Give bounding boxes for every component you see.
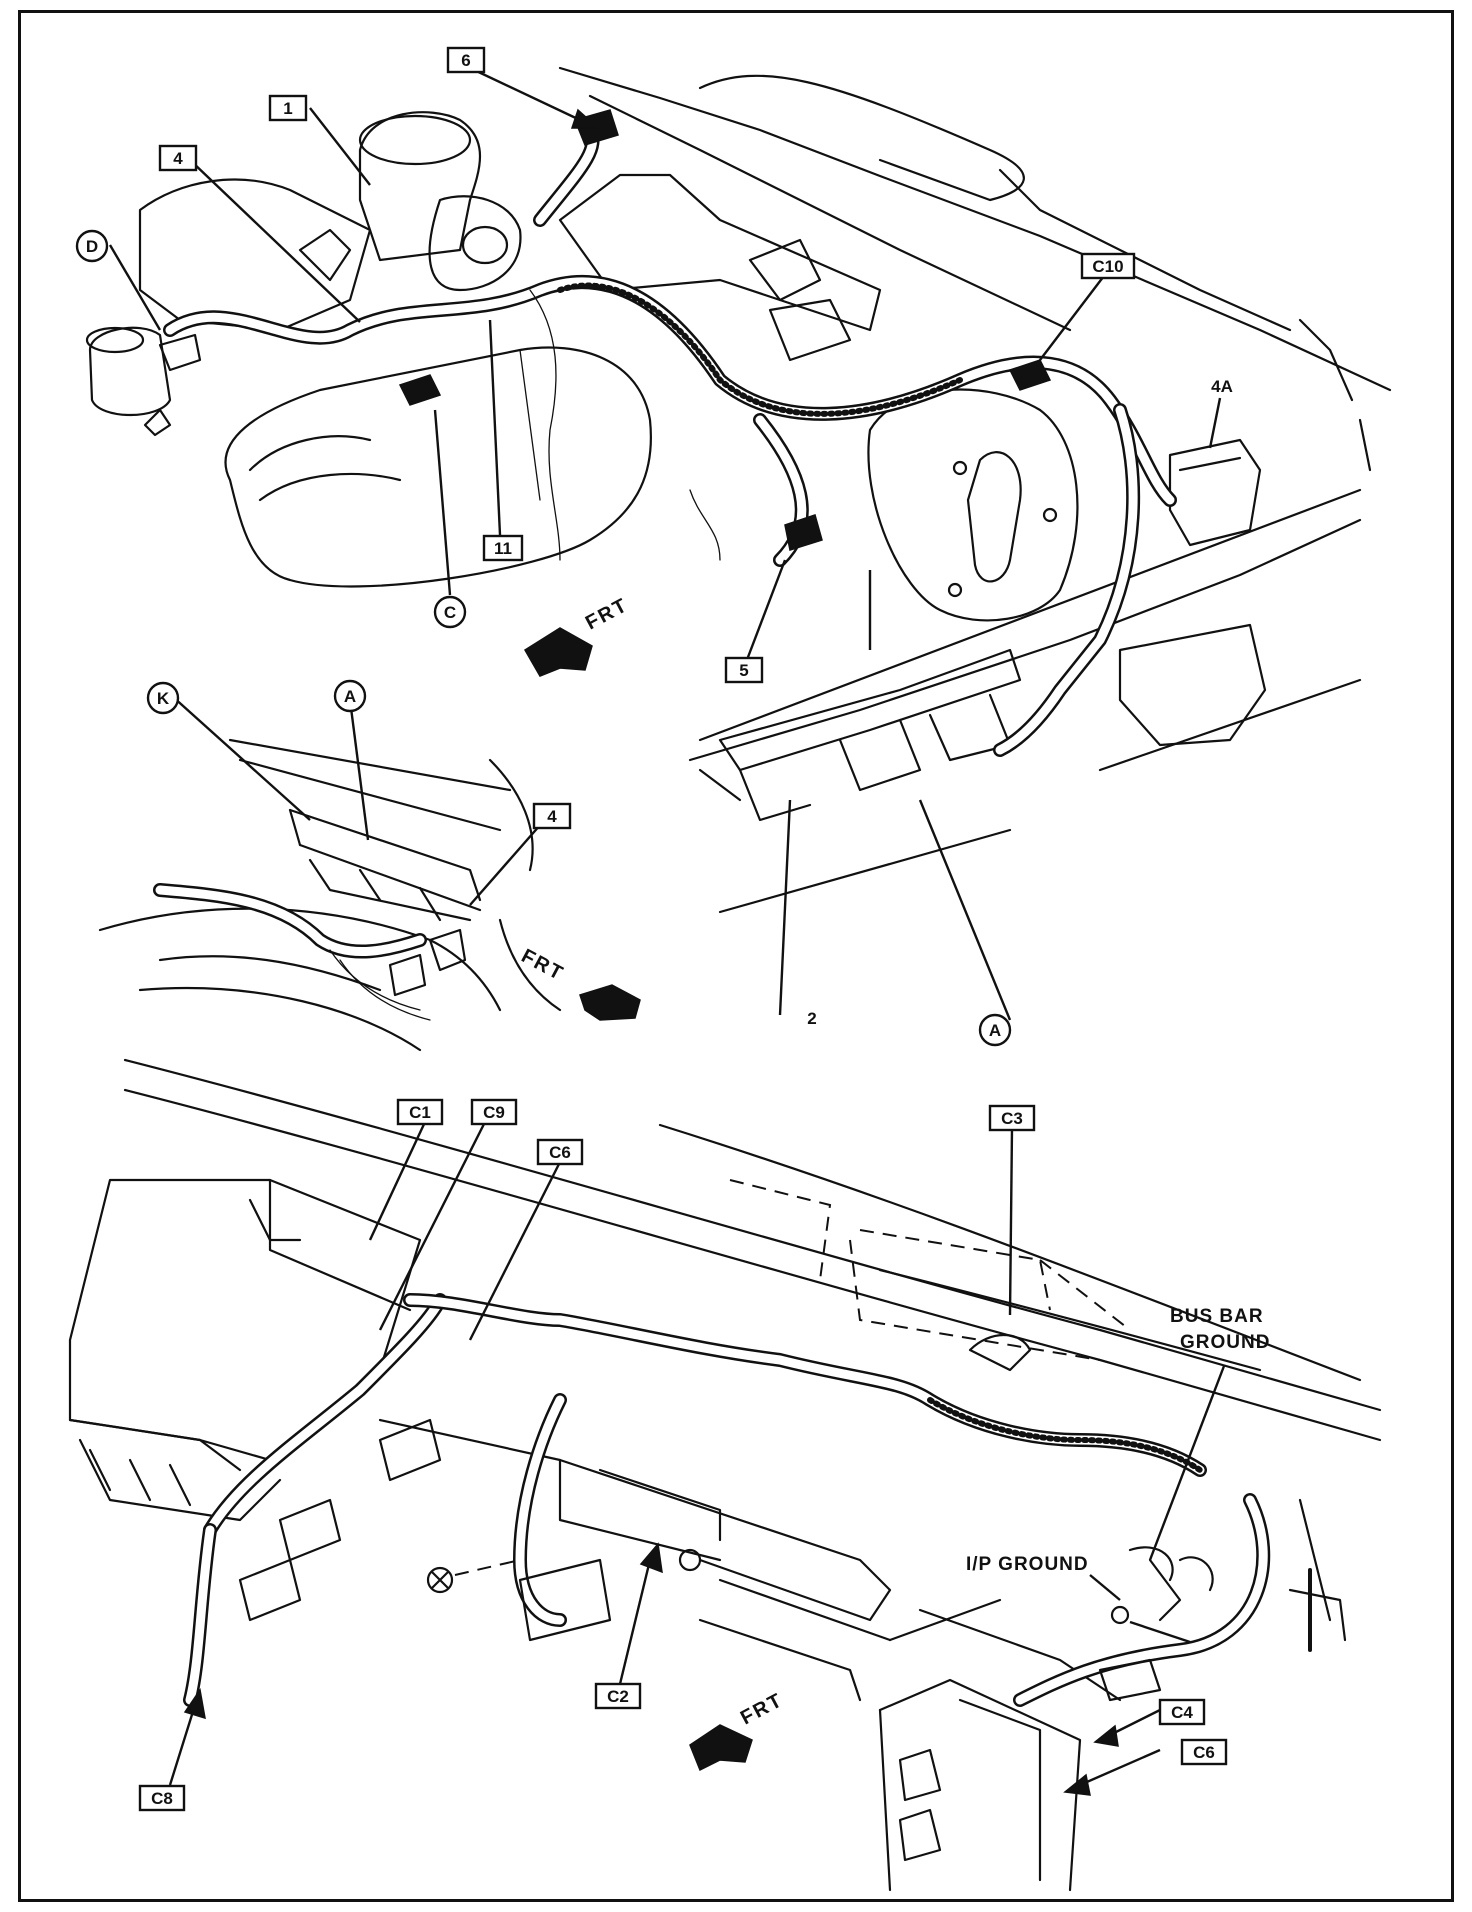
label-c4-bottom: C4 xyxy=(1158,1698,1206,1726)
front-arrow-middle-label: FRT xyxy=(518,945,568,985)
top-view-leaders xyxy=(108,66,1222,666)
label-a-circle-mid-text: A xyxy=(344,687,356,706)
label-k-circle-text: K xyxy=(157,689,170,708)
label-2-mid-text: 2 xyxy=(807,1009,816,1028)
label-4-mid: 4 xyxy=(532,802,572,830)
instrument-panel-leaders xyxy=(168,1121,1226,1796)
label-4-top-text: 4 xyxy=(173,149,183,168)
front-arrow-middle: FRT xyxy=(518,945,641,1021)
label-6-top-text: 6 xyxy=(461,51,470,70)
label-c3-bottom: C3 xyxy=(988,1104,1036,1132)
label-c9-bottom-text: C9 xyxy=(483,1103,505,1122)
label-11: 11 xyxy=(482,534,524,562)
label-d-circle: D xyxy=(75,229,109,263)
label-c6-bottom-text: C6 xyxy=(549,1143,571,1162)
label-c2-bottom-text: C2 xyxy=(607,1687,629,1706)
label-c1-bottom-text: C1 xyxy=(409,1103,431,1122)
label-4a-text: 4A xyxy=(1211,377,1233,396)
label-4a: 4A xyxy=(1211,377,1233,396)
label-c8-bottom: C8 xyxy=(138,1784,186,1812)
label-c6-bottom-right: C6 xyxy=(1180,1738,1228,1766)
bus-bar-note-line2: GROUND xyxy=(1180,1332,1270,1353)
label-d-circle-text: D xyxy=(86,237,98,256)
label-4-top: 4 xyxy=(158,144,198,172)
ip-ground-note: I/P GROUND xyxy=(966,1554,1121,1601)
label-c6-bottom: C6 xyxy=(536,1138,584,1166)
label-5: 5 xyxy=(724,656,764,684)
label-c3-bottom-text: C3 xyxy=(1001,1109,1023,1128)
label-6-top: 6 xyxy=(446,46,486,74)
label-k-circle: K xyxy=(146,681,180,715)
label-a-circle-right: A xyxy=(978,1013,1012,1047)
label-2-mid: 2 xyxy=(807,1009,816,1028)
diagram-frame xyxy=(18,10,1454,1902)
label-a-circle-mid: A xyxy=(333,679,367,713)
label-c6-bottom-right-text: C6 xyxy=(1193,1743,1215,1762)
label-c10-text: C10 xyxy=(1092,257,1123,276)
label-c10: C10 xyxy=(1080,252,1136,280)
front-arrow-top-label: FRT xyxy=(582,594,632,634)
front-arrow-bottom-label: FRT xyxy=(737,1689,787,1729)
bus-bar-ground-note: BUS BAR GROUND xyxy=(1170,1306,1270,1353)
label-a-circle-right-text: A xyxy=(989,1021,1001,1040)
label-c9-bottom: C9 xyxy=(470,1098,518,1126)
label-c-circle: C xyxy=(433,595,467,629)
ip-ground-note-text: I/P GROUND xyxy=(966,1554,1089,1575)
label-4-mid-text: 4 xyxy=(547,807,557,826)
front-arrow-top: FRT xyxy=(523,594,632,677)
label-1-top-text: 1 xyxy=(283,99,292,118)
label-c2-bottom: C2 xyxy=(594,1682,642,1710)
label-c1-bottom: C1 xyxy=(396,1098,444,1126)
label-c8-bottom-text: C8 xyxy=(151,1789,173,1808)
label-c4-bottom-text: C4 xyxy=(1171,1703,1193,1722)
label-5-text: 5 xyxy=(739,661,748,680)
engine-compartment-view xyxy=(85,66,1392,914)
label-11-text: 11 xyxy=(494,539,512,558)
instrument-panel-view xyxy=(68,1058,1382,1892)
front-arrow-bottom: FRT xyxy=(689,1689,787,1772)
ecm-detail-leaders xyxy=(171,695,1012,1021)
bus-bar-note-line1: BUS BAR xyxy=(1170,1306,1264,1327)
label-c-circle-text: C xyxy=(444,603,456,622)
label-1-top: 1 xyxy=(268,94,308,122)
ecm-detail-view xyxy=(98,738,562,1052)
